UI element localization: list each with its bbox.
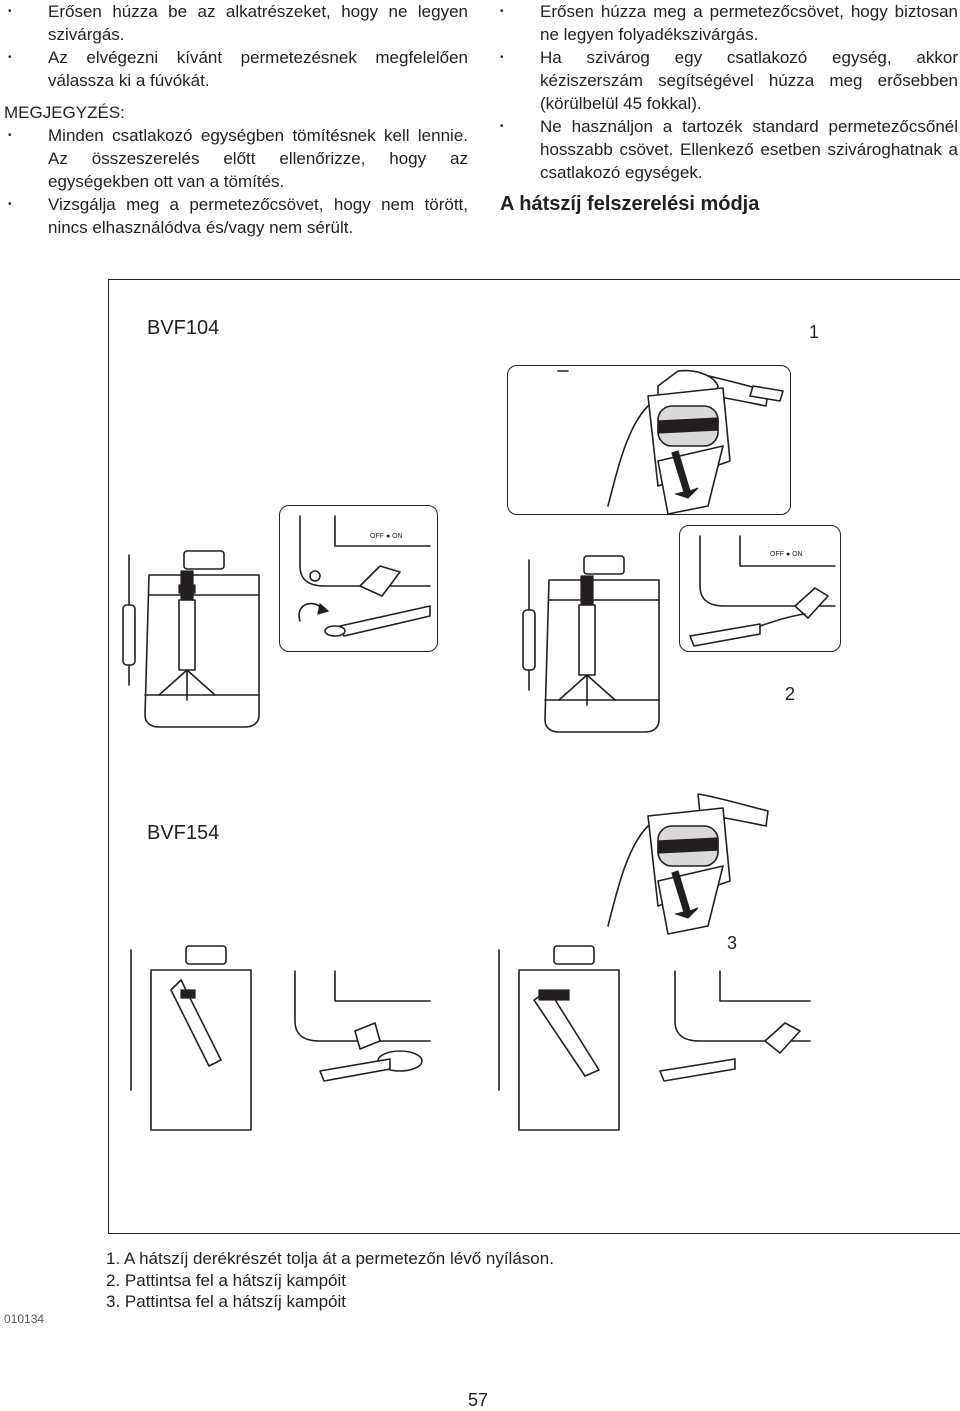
figure-captions: 1. A hátszíj derékrészét tolja át a perm…: [106, 1248, 554, 1313]
bullet-item: Ne használjon a tartozék standard permet…: [500, 115, 958, 184]
step1-detail-panel-bvf154: [507, 785, 791, 935]
hook-detail-panel-b: OFF ● ON: [679, 525, 841, 652]
bullet-item: Ha szivárog egy csatlakozó egység, akkor…: [500, 46, 958, 115]
callout-1: 1: [809, 322, 820, 342]
model-label-bottom: BVF154: [147, 822, 220, 844]
callout-3: 3: [727, 933, 738, 953]
note-heading: MEGJEGYZÉS:: [4, 103, 125, 122]
strap-hook-illustration: [659, 970, 811, 1082]
sprayer-backpack-illustration: [498, 945, 620, 1131]
step1-detail-panel: [507, 365, 791, 515]
section-heading: A hátszíj felszerelési módja: [500, 193, 760, 215]
strap-hook-illustration: OFF ● ON: [298, 515, 431, 637]
hook-detail-panel-c: [279, 960, 441, 1117]
note-bullets: Minden csatlakozó egységben tömítésnek k…: [8, 124, 468, 239]
hose-bullets: Erősen húzza meg a permetezőcsövet, hogy…: [500, 0, 958, 184]
sprayer-backpack-illustration: [130, 945, 252, 1131]
strap-buckle-illustration: [607, 793, 769, 935]
hook-detail-panel-d: [654, 960, 816, 1092]
switch-label: OFF ● ON: [370, 533, 403, 540]
right-column: Erősen húzza meg a permetezőcsövet, hogy…: [500, 0, 958, 217]
bullet-item: Az elvégezni kívánt permetezésnek megfel…: [8, 46, 468, 92]
sprayer-backpack-illustration: [122, 550, 260, 728]
callout-2: 2: [785, 684, 796, 704]
sprayer-backpack-illustration: [522, 555, 660, 733]
leak-bullets: Erősen húzza be az alkatrészeket, hogy n…: [8, 0, 468, 92]
bullet-item: Erősen húzza be az alkatrészeket, hogy n…: [8, 0, 468, 46]
switch-label: OFF ● ON: [770, 551, 803, 558]
bullet-item: Vizsgálja meg a permetezőcsövet, hogy ne…: [8, 193, 468, 239]
caption-item: 1. A hátszíj derékrészét tolja át a perm…: [106, 1249, 554, 1268]
caption-item: 3. Pattintsa fel a hátszíj kampóit: [106, 1292, 347, 1311]
bullet-item: Minden csatlakozó egységben tömítésnek k…: [8, 124, 468, 193]
document-code: 010134: [4, 1312, 45, 1326]
model-label-top: BVF104: [147, 317, 220, 339]
page-number: 57: [468, 1390, 489, 1410]
left-column: Erősen húzza be az alkatrészeket, hogy n…: [4, 0, 468, 239]
strap-buckle-illustration: [557, 369, 784, 515]
caption-item: 2. Pattintsa fel a hátszíj kampóit: [106, 1270, 347, 1290]
hook-detail-panel-a: OFF ● ON: [279, 505, 438, 652]
strap-hook-illustration: OFF ● ON: [689, 535, 836, 647]
strap-installation-figure: BVF104 BVF154 1 2 3: [108, 279, 960, 1234]
strap-hook-illustration: [294, 970, 431, 1082]
bullet-item: Erősen húzza meg a permetezőcsövet, hogy…: [500, 0, 958, 46]
